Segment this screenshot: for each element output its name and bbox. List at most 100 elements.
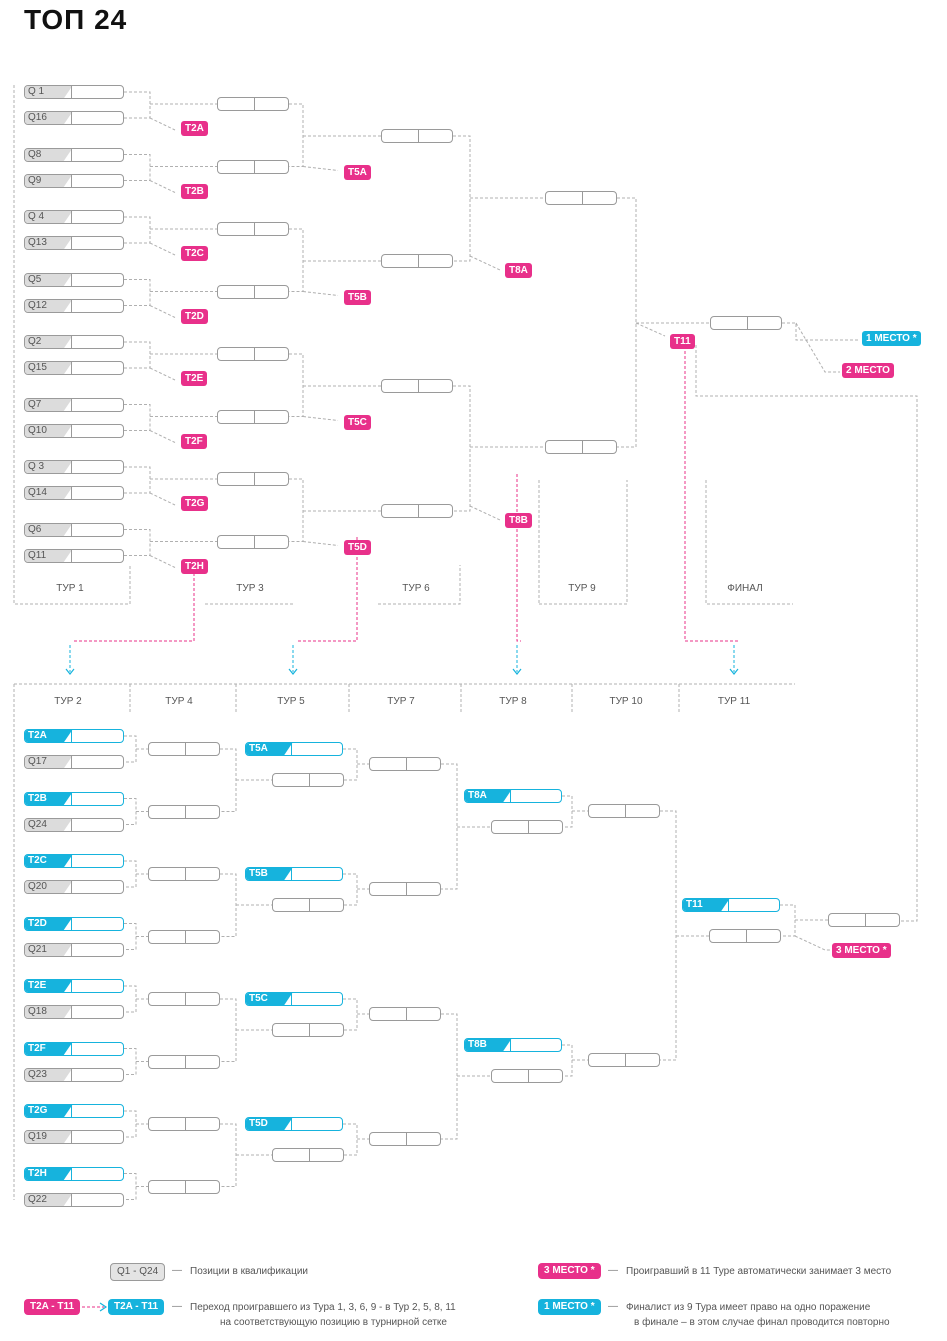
slot-divider <box>865 914 866 926</box>
slot-divider <box>71 792 72 805</box>
qualifier-slot: Q23 <box>24 1067 124 1082</box>
slot-divider <box>309 899 310 911</box>
qualifier-slot: Q22 <box>24 1192 124 1207</box>
slot-divider <box>71 148 72 161</box>
round-label: ТУР 8 <box>499 696 527 707</box>
qualifier-slot: Q13 <box>24 236 124 250</box>
connector-line <box>149 430 176 443</box>
slot-divider <box>254 285 255 298</box>
connector-line <box>220 873 237 937</box>
slot-divider <box>71 174 72 187</box>
connector-line <box>453 385 471 512</box>
slot-divider <box>71 881 72 893</box>
slot-divider <box>71 86 72 98</box>
slot-divider <box>291 993 292 1005</box>
connector-line <box>289 478 304 542</box>
loser-tag: T5D <box>344 539 371 555</box>
match-slot <box>381 254 453 268</box>
round-label: ТУР 2 <box>54 696 82 707</box>
slot-divider <box>418 380 419 392</box>
loser-entry-slot: T2A <box>24 729 124 743</box>
loser-entry-slot: T2D <box>24 916 124 931</box>
connector-line <box>220 748 237 812</box>
connector-line <box>695 345 918 922</box>
match-slot <box>217 534 289 549</box>
match-slot <box>272 1148 344 1162</box>
slot-divider <box>418 130 419 142</box>
slot-label: T2G <box>25 1105 73 1117</box>
slot-divider <box>71 855 72 867</box>
third-place-label: 3 МЕСТО <box>836 945 880 956</box>
slot-divider <box>254 98 255 110</box>
slot-divider <box>418 255 419 267</box>
legend-third-star: * <box>590 1265 595 1276</box>
connector-line <box>660 810 677 1061</box>
slot-label: T2E <box>25 980 73 992</box>
match-slot <box>369 1132 441 1146</box>
connector-line <box>124 735 137 763</box>
connector-line <box>562 795 573 828</box>
legend-dash: — <box>172 1265 182 1276</box>
slot-label: Q20 <box>25 881 73 893</box>
slot-divider <box>185 930 186 943</box>
slot-label: T8B <box>465 1039 512 1051</box>
slot-label: Q11 <box>25 549 73 562</box>
connector-line <box>441 1013 458 1140</box>
loser-tag: T5C <box>344 414 371 430</box>
match-slot <box>491 820 563 834</box>
slot-label: Q24 <box>25 818 73 831</box>
qualifier-slot: Q24 <box>24 817 124 832</box>
slot-divider <box>71 362 72 374</box>
match-slot <box>148 1054 220 1069</box>
slot-label: Q17 <box>25 756 73 768</box>
loser-tag: T2E <box>181 371 208 386</box>
connector-line <box>378 565 461 605</box>
connector-line <box>302 166 339 171</box>
connector-line <box>469 255 501 271</box>
match-slot <box>588 804 660 818</box>
connector-line <box>780 904 796 937</box>
loser-entry-slot: T2E <box>24 979 124 993</box>
qualifier-slot: Q9 <box>24 173 124 188</box>
arrow-down-icon <box>65 668 75 675</box>
legend-dash: — <box>608 1265 618 1276</box>
slot-label: Q9 <box>25 174 73 187</box>
match-slot <box>272 773 344 787</box>
slot-label: Q16 <box>25 112 73 124</box>
connector-line <box>124 985 137 1013</box>
connector-line <box>302 291 339 296</box>
first-place-label: 1 МЕСТО <box>866 333 910 344</box>
slot-divider <box>71 917 72 930</box>
slot-divider <box>528 1070 529 1082</box>
match-slot <box>709 929 781 943</box>
slot-divider <box>185 868 186 880</box>
legend-transfer-to: T2A - T11 <box>108 1299 165 1315</box>
qualifier-slot: Q11 <box>24 548 124 563</box>
qualifier-slot: Q14 <box>24 486 124 500</box>
legend-first-desc-2: в финале – в этом случае финал проводитс… <box>634 1317 890 1328</box>
slot-divider <box>71 273 72 286</box>
slot-divider <box>406 1133 407 1145</box>
qualifier-slot: Q18 <box>24 1005 124 1019</box>
slot-divider <box>185 1180 186 1193</box>
loser-tag: T5A <box>344 164 371 180</box>
loser-entry-slot: T5D <box>245 1117 343 1131</box>
connector-line <box>453 135 471 262</box>
slot-divider <box>71 112 72 124</box>
connector-line <box>220 998 237 1062</box>
match-slot <box>588 1053 660 1067</box>
slot-label: Q14 <box>25 487 73 499</box>
qualifier-slot: Q 1 <box>24 85 124 99</box>
slot-label: Q12 <box>25 299 73 312</box>
slot-divider <box>510 790 511 802</box>
loser-transfer-line <box>516 474 521 642</box>
slot-divider <box>309 1024 310 1036</box>
loser-tag: T2H <box>181 558 208 574</box>
match-slot <box>381 379 453 393</box>
qualifier-slot: Q20 <box>24 880 124 894</box>
match-slot <box>381 504 453 518</box>
match-slot <box>148 1117 220 1131</box>
connector-line <box>289 103 304 167</box>
connector-line <box>124 529 151 556</box>
slot-divider <box>71 398 72 411</box>
